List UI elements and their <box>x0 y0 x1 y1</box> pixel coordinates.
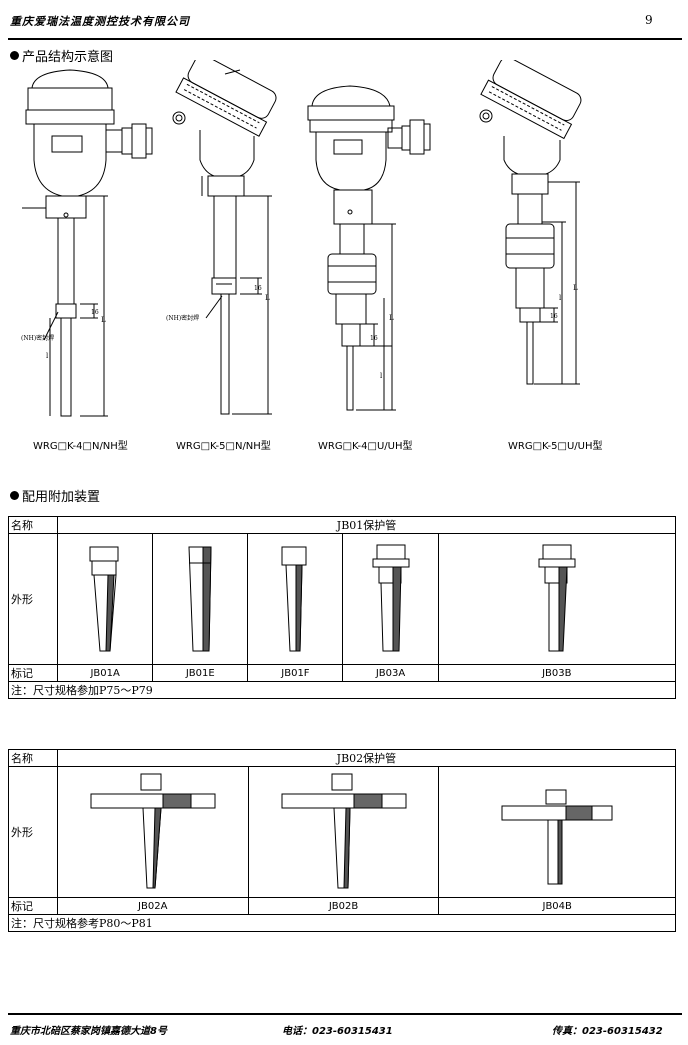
image-jb03a <box>342 533 439 665</box>
mark-jb04b: JB04B <box>438 897 676 915</box>
structure-diagrams: 16 L l (NH)密封焊 16 L (NH)密封焊 <box>21 60 582 417</box>
diagram-k4-n <box>22 69 153 417</box>
mark-jb01a: JB01A <box>57 664 154 682</box>
dim-16-d1: 16 <box>91 309 99 316</box>
accessory-table-jb02: 名称 JB02保护管 外形 <box>8 749 677 932</box>
mark-jb01f: JB01F <box>247 664 344 682</box>
shape-label: 外形 <box>7 533 59 665</box>
dim-l-d4: l <box>559 294 562 302</box>
section-title-accessories: 配用附加装置 <box>10 486 100 505</box>
dim-L-d2: L <box>265 294 270 302</box>
mark-label: 标记 <box>8 897 58 915</box>
mark-jb03a: JB03A <box>342 664 439 682</box>
footer-address: 重庆市北碚区蔡家岗镇嘉德大道8号 <box>10 1026 167 1037</box>
mark-jb02b: JB02B <box>247 897 440 915</box>
image-jb01e <box>152 533 249 665</box>
footer-fax: 传真：023-60315432 <box>552 1026 663 1037</box>
image-jb01a <box>57 533 154 665</box>
company-name: 重庆爱瑞法温度测控技术有限公司 <box>10 15 190 28</box>
mark-label: 标记 <box>7 664 59 682</box>
diagram-k5-n <box>172 60 277 415</box>
dim-16-d3: 16 <box>370 335 378 342</box>
dim-l-d3: l <box>380 372 383 380</box>
caption-k5-u: WRG□K-5□U/UH型 <box>508 441 603 452</box>
image-jb02a <box>56 766 249 898</box>
table-title: JB01保护管 <box>57 516 676 534</box>
caption-k5-n: WRG□K-5□N/NH型 <box>176 441 271 452</box>
header-rule <box>8 38 682 40</box>
mark-jb02a: JB02A <box>56 897 249 915</box>
table-note: 注：尺寸规格参加P75～P79 <box>8 681 676 699</box>
caption-k4-u: WRG□K-4□U/UH型 <box>318 441 413 452</box>
dim-L-d3: L <box>389 314 394 322</box>
section-title-structure: 产品结构示意图 <box>10 46 113 65</box>
table-note: 注：尺寸规格参考P80～P81 <box>8 914 676 932</box>
weld-label-d2: (NH)密封焊 <box>166 314 199 322</box>
table-title: JB02保护管 <box>56 749 677 767</box>
image-jb01f <box>247 533 344 665</box>
mark-jb01e: JB01E <box>152 664 249 682</box>
footer-rule <box>8 1013 682 1015</box>
bullet-icon <box>10 491 19 500</box>
weld-label-d1: (NH)密封焊 <box>21 334 54 342</box>
mark-jb03b: JB03B <box>437 664 677 682</box>
image-jb03b <box>437 533 677 665</box>
accessory-table-jb01: 名称 JB01保护管 外形 <box>7 516 677 699</box>
dim-16-d4: 16 <box>550 313 558 320</box>
dim-L-d1: L <box>101 316 106 324</box>
name-label: 名称 <box>7 516 59 534</box>
image-jb02b <box>247 766 440 898</box>
dim-L-d4: L <box>573 284 578 292</box>
caption-k4-n: WRG□K-4□N/NH型 <box>33 441 128 452</box>
dim-16-d2: 16 <box>254 285 262 292</box>
page-number: 9 <box>645 13 653 27</box>
dim-l-d1: l <box>46 352 49 360</box>
footer-phone: 电话：023-60315431 <box>282 1026 393 1037</box>
image-jb04b <box>438 766 676 898</box>
shape-label: 外形 <box>8 766 58 898</box>
diagram-k5-u <box>479 60 582 385</box>
diagram-k4-u <box>307 85 431 411</box>
bullet-icon <box>10 51 19 60</box>
name-label: 名称 <box>8 749 58 767</box>
